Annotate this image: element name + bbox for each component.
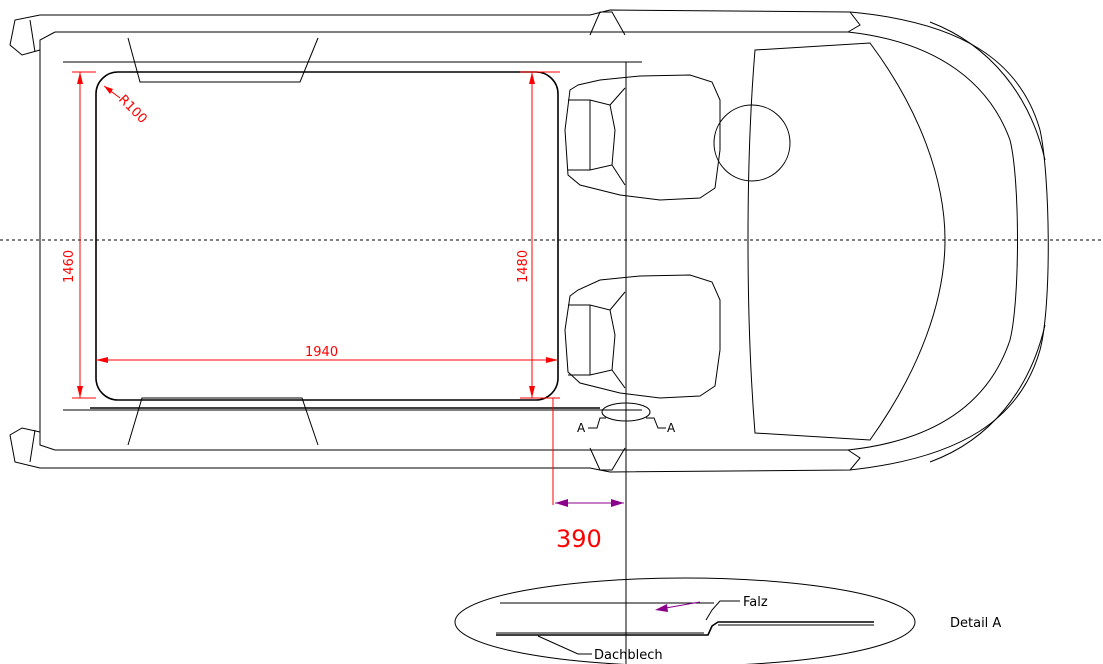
dimension-1940: 1940 [305,345,338,360]
detail-dachblech-label: Dachblech [594,648,663,663]
dimension-r100: R100 [115,92,150,127]
dimension-390: 390 [556,525,602,553]
steering-wheel [713,104,791,182]
detail-a-callout [454,577,916,664]
dimension-lines [72,71,560,505]
passenger-seat [564,274,721,399]
section-mark-right: A [667,421,676,435]
detail-falz-label: Falz [743,595,768,610]
section-a-marker [588,402,666,429]
dimension-1480: 1480 [516,250,531,283]
van-body-outline [9,9,1049,473]
section-mark-left: A [577,421,586,435]
driver-seat [564,74,721,201]
dimension-1460: 1460 [62,250,77,283]
offset-arrow [555,499,624,507]
detail-a-title: Detail A [950,616,1001,631]
